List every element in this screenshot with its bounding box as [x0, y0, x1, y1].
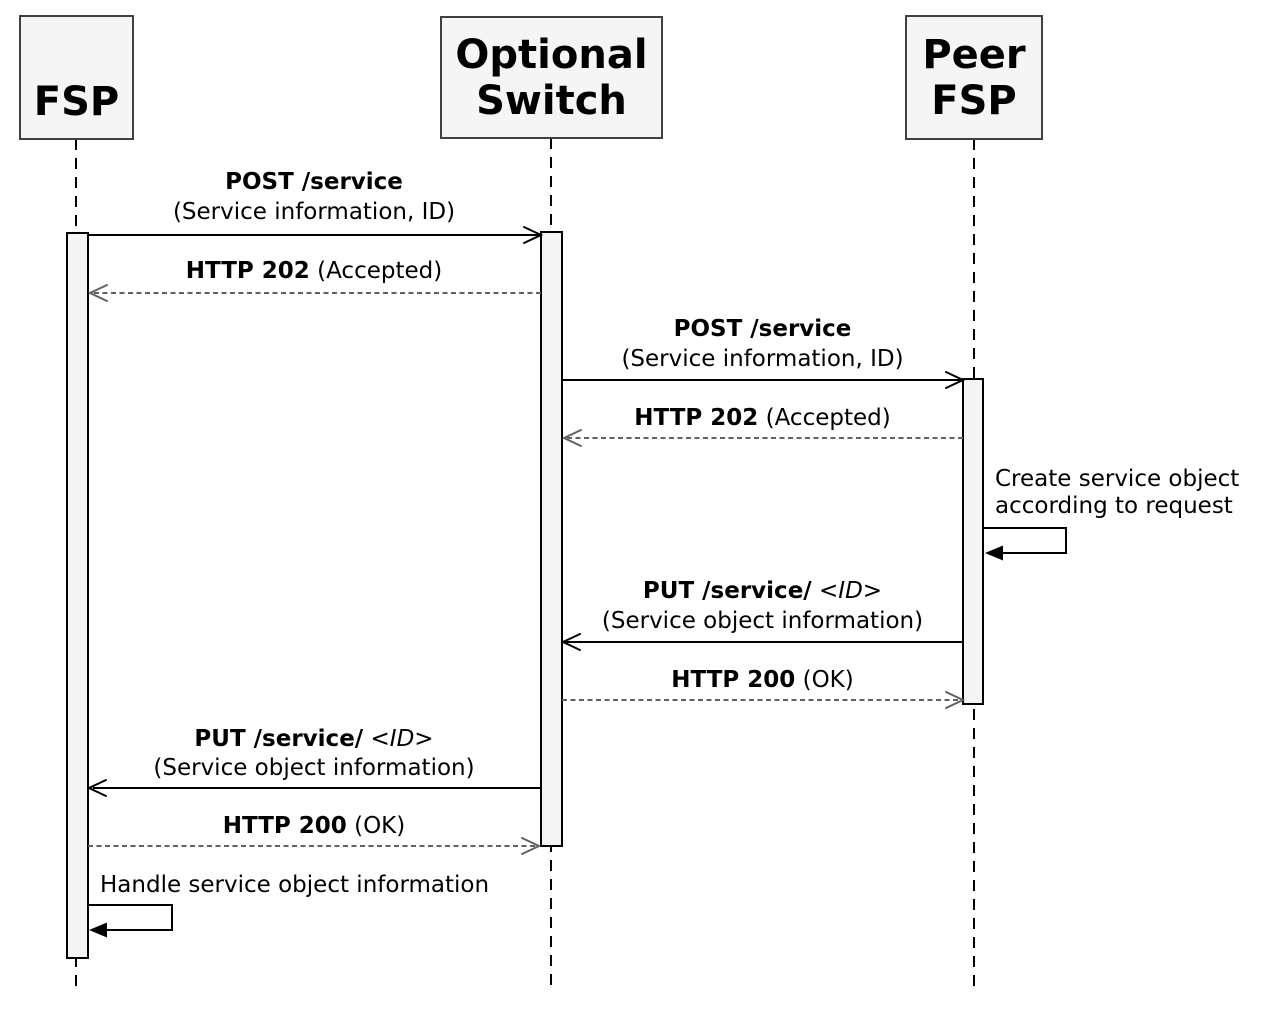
m6-param-text: <ID>	[819, 578, 883, 604]
m3-method-text: POST /service	[673, 316, 852, 342]
m5-line1-text: Create service object	[995, 466, 1240, 492]
m7-status-text: HTTP 200	[671, 667, 796, 693]
actor-fsp: FSP	[19, 15, 134, 140]
label-m6-args: (Service object information)	[562, 607, 963, 636]
arrow-http200-fsp-to-switch	[88, 837, 542, 855]
note-create-service-line2: according to request	[995, 492, 1233, 521]
m8-args-text: (Service object information)	[153, 755, 475, 781]
arrow-put-service-peer-to-switch	[560, 633, 963, 651]
arrow-http202-peer-to-switch	[561, 429, 963, 447]
label-m2-status: HTTP 202 (Accepted)	[88, 257, 540, 286]
m10-text: Handle service object information	[100, 872, 490, 898]
label-m7-status: HTTP 200 (OK)	[562, 666, 963, 695]
m6-args-text: (Service object information)	[601, 608, 924, 634]
arrow-http202-switch-to-fsp	[87, 284, 541, 302]
label-m8-method: PUT /service/ <ID>	[88, 725, 540, 754]
m9-note-text: (OK)	[354, 813, 406, 839]
label-m4-status: HTTP 202 (Accepted)	[562, 404, 963, 433]
arrow-post-service-switch-to-peer	[562, 371, 966, 389]
m2-status-text: HTTP 202	[185, 258, 310, 284]
self-message-peer-fsp	[983, 527, 1067, 561]
label-m1-method: POST /service	[88, 168, 540, 197]
arrow-http200-switch-to-peer	[562, 691, 966, 709]
self-message-fsp	[88, 904, 173, 938]
m7-note-text: (OK)	[802, 667, 854, 693]
m9-status-text: HTTP 200	[222, 813, 347, 839]
label-m3-args: (Service information, ID)	[562, 345, 963, 374]
actor-optional-switch: Optional Switch	[440, 16, 663, 139]
actor-fsp-label: FSP	[33, 79, 120, 125]
activation-bar-fsp	[66, 232, 89, 959]
actor-optional-switch-label: Optional Switch	[455, 31, 648, 124]
arrow-put-service-switch-to-fsp	[86, 779, 541, 797]
activation-bar-peer-fsp	[962, 378, 984, 705]
label-m3-method: POST /service	[562, 315, 963, 344]
label-m8-args: (Service object information)	[88, 754, 540, 783]
m2-note-text: (Accepted)	[317, 258, 443, 284]
actor-peer-fsp-label: Peer FSP	[922, 31, 1026, 124]
label-m6-method: PUT /service/ <ID>	[562, 577, 963, 606]
note-create-service-line1: Create service object	[995, 465, 1239, 494]
m5-line2-text: according to request	[995, 493, 1233, 519]
arrow-post-service-fsp-to-switch	[88, 226, 544, 244]
m1-method-text: POST /service	[225, 169, 403, 195]
label-m9-status: HTTP 200 (OK)	[88, 812, 540, 841]
activation-bar-optional-switch	[540, 231, 563, 847]
note-handle-service-object: Handle service object information	[100, 871, 489, 900]
m6-method-text: PUT /service/	[642, 578, 812, 604]
m8-param-text: <ID>	[370, 726, 434, 752]
m8-method-text: PUT /service/	[194, 726, 364, 752]
m4-note-text: (Accepted)	[765, 405, 891, 431]
m1-args-text: (Service information, ID)	[172, 199, 456, 225]
label-m1-args: (Service information, ID)	[88, 198, 540, 227]
actor-peer-fsp: Peer FSP	[905, 15, 1043, 140]
m3-args-text: (Service information, ID)	[621, 346, 904, 372]
m4-status-text: HTTP 202	[634, 405, 759, 431]
